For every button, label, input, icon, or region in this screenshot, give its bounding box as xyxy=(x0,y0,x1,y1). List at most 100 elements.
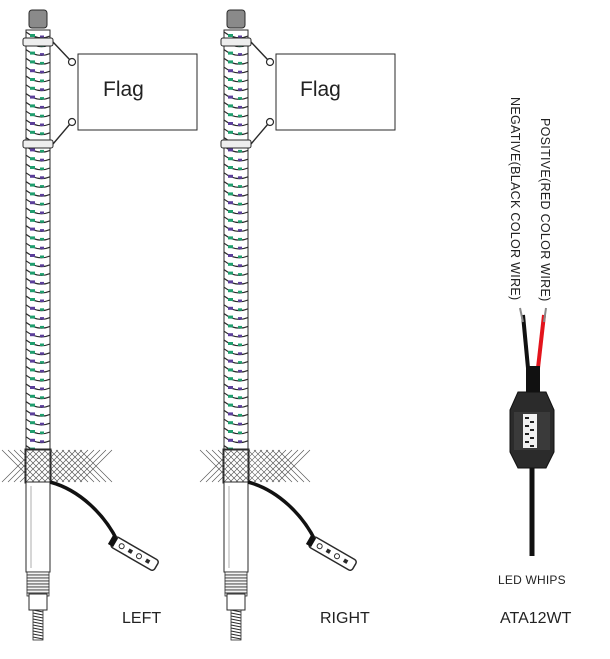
spiral-coil xyxy=(25,225,51,232)
connector-body xyxy=(110,536,159,572)
base-nut xyxy=(226,593,246,611)
spiral-coil xyxy=(223,225,249,232)
mesh-line xyxy=(211,449,245,483)
red-wire xyxy=(536,314,546,369)
led-chip xyxy=(238,440,242,443)
spiral-coil xyxy=(25,101,51,109)
spiral-coil xyxy=(223,383,249,391)
mesh-line xyxy=(79,449,113,483)
base-tube xyxy=(223,481,249,573)
wire-tip xyxy=(519,307,524,323)
led-chip xyxy=(228,298,233,301)
led-chip xyxy=(30,104,35,108)
led-chip xyxy=(30,280,35,284)
led-chip xyxy=(228,386,233,389)
led-chip xyxy=(40,158,44,162)
mesh-line xyxy=(67,449,101,483)
led-chip xyxy=(40,334,44,338)
spiral-coil xyxy=(223,198,249,206)
led-chip xyxy=(40,413,44,417)
led-chip xyxy=(238,35,242,38)
led-chip xyxy=(238,369,242,373)
led-chip xyxy=(238,211,242,214)
spiral-coil xyxy=(25,383,51,391)
spiral-coil xyxy=(223,418,249,426)
spiral-coil xyxy=(25,242,51,250)
led-chip xyxy=(30,201,35,205)
spiral-coil xyxy=(223,189,249,197)
led-chip xyxy=(228,104,233,108)
led-chip xyxy=(238,396,242,399)
base-thread xyxy=(224,577,248,582)
spiral-coil xyxy=(25,401,51,408)
led-chip xyxy=(40,167,44,170)
led-chip xyxy=(30,113,35,117)
led-chip xyxy=(238,308,242,311)
connector-collar xyxy=(305,535,317,548)
negative-wire-label: NEGATIVE(BLACK COLOR WIRE) xyxy=(508,97,522,301)
bolt-thread xyxy=(32,621,44,625)
led-chip xyxy=(228,192,233,196)
led-chip xyxy=(40,61,44,65)
led-chip xyxy=(40,352,44,355)
led-chip xyxy=(40,290,44,294)
whip-left xyxy=(1,9,198,641)
led-chip xyxy=(30,271,35,275)
led-chip xyxy=(228,403,233,407)
led-chip xyxy=(228,174,233,178)
mesh-line xyxy=(13,449,47,483)
spiral-coil xyxy=(223,365,249,373)
spiral-coil xyxy=(223,304,249,312)
spiral-coil xyxy=(223,286,249,294)
spiral-coil xyxy=(25,93,51,100)
led-chip xyxy=(228,148,233,152)
bolt-thread xyxy=(230,621,242,625)
led-chip xyxy=(40,105,44,109)
led-chip xyxy=(40,378,44,382)
led-chip xyxy=(228,368,233,372)
led-chip xyxy=(30,166,35,169)
spiral-coil xyxy=(25,313,51,320)
led-chip xyxy=(30,421,35,425)
base-tube xyxy=(25,481,51,573)
spiral-coil xyxy=(25,49,51,56)
led-chip xyxy=(238,273,242,276)
positive-wire-label: POSITIVE(RED COLOR WIRE) xyxy=(538,118,552,302)
spiral-coil xyxy=(223,436,249,444)
spiral-coil xyxy=(25,339,51,347)
flag-label-left: Flag xyxy=(103,78,144,101)
led-chip xyxy=(238,61,242,65)
spiral-coil xyxy=(223,401,249,408)
spiral-coil xyxy=(25,269,51,276)
led-chip xyxy=(30,122,35,125)
led-chip xyxy=(238,176,242,179)
spiral-coil xyxy=(223,242,249,250)
spiral-coil xyxy=(223,93,249,100)
mesh-line xyxy=(37,449,71,483)
spiral-coil xyxy=(223,119,249,127)
mesh-line xyxy=(199,449,233,483)
base-thread xyxy=(26,580,50,585)
spiral-coil xyxy=(223,84,249,92)
led-chip xyxy=(40,308,44,311)
led-chip xyxy=(238,352,242,355)
led-chip xyxy=(30,324,35,328)
led-chip xyxy=(238,220,242,223)
sticker-print xyxy=(525,425,529,427)
bolt xyxy=(32,609,44,641)
connector-pin xyxy=(342,558,349,564)
led-chip xyxy=(40,422,44,426)
led-chip xyxy=(228,324,233,328)
bolt-thread xyxy=(32,618,44,622)
bolt-thread xyxy=(230,612,242,616)
led-chip xyxy=(238,53,242,56)
led-chip xyxy=(30,262,35,266)
led-chip xyxy=(30,210,35,213)
spiral-coil xyxy=(25,295,51,303)
spiral-coil xyxy=(223,75,249,83)
led-chip xyxy=(40,440,44,443)
led-chip xyxy=(238,202,242,206)
led-chip xyxy=(40,88,44,91)
led-chip xyxy=(228,86,233,90)
led-chip xyxy=(228,280,233,284)
